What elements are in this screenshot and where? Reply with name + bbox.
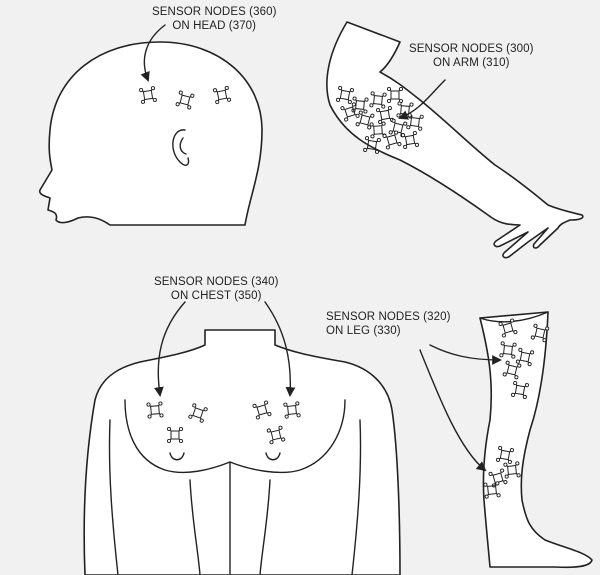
arm-figure bbox=[326, 21, 584, 259]
sensor-node-icon bbox=[266, 425, 286, 445]
chest-label-line2: ON CHEST (350) bbox=[170, 290, 262, 302]
sensor-node-icon bbox=[498, 318, 518, 338]
leader-arrows bbox=[140, 24, 502, 472]
sensor-node-icon bbox=[283, 401, 301, 419]
chest-label-line1: SENSOR NODES (340) bbox=[154, 276, 279, 288]
sensor-node-icon bbox=[530, 323, 550, 343]
leg-label-line2: ON LEG (330) bbox=[326, 325, 401, 337]
sensor-node-icon bbox=[495, 445, 515, 465]
sensor-node-icon bbox=[406, 113, 424, 131]
sensor-node-icon bbox=[499, 341, 517, 359]
sensor-node-icon bbox=[188, 403, 208, 423]
arm-sensor-label: SENSOR NODES (300) ON ARM (310) bbox=[409, 42, 534, 70]
sensor-node-icon bbox=[340, 102, 360, 122]
arm-label-line2: ON ARM (310) bbox=[432, 57, 510, 69]
head-sensor-label: SENSOR NODES (360) ON HEAD (370) bbox=[152, 5, 277, 33]
sensor-node-icon bbox=[502, 360, 522, 380]
sensor-node-icon bbox=[400, 130, 420, 150]
arm-label-line1: SENSOR NODES (300) bbox=[409, 43, 534, 55]
sensor-node-icon bbox=[382, 130, 402, 150]
head-label-line1: SENSOR NODES (360) bbox=[152, 6, 277, 18]
chest-figure bbox=[83, 329, 401, 575]
sensor-node-icon bbox=[166, 426, 184, 444]
leg-label-line1: SENSOR NODES (320) bbox=[326, 311, 451, 323]
sensor-node-icon bbox=[335, 85, 355, 105]
leg-sensor-label: SENSOR NODES (320) ON LEG (330) bbox=[326, 310, 451, 338]
leg-figure bbox=[479, 311, 593, 569]
sensor-node-icon bbox=[483, 481, 501, 499]
sensor-node-icon bbox=[515, 347, 535, 367]
sensor-node-icon bbox=[355, 110, 375, 130]
head-figure bbox=[38, 41, 263, 226]
sensor-node-icon bbox=[146, 401, 164, 419]
sensor-nodes bbox=[139, 85, 550, 499]
sensor-node-icon bbox=[488, 468, 508, 488]
head-label-line2: ON HEAD (370) bbox=[172, 20, 257, 32]
sensor-node-icon bbox=[175, 90, 195, 110]
sensor-node-icon bbox=[510, 380, 530, 400]
sensor-node-icon bbox=[212, 85, 232, 105]
sensor-node-icon bbox=[252, 400, 272, 420]
sensor-node-icon bbox=[363, 136, 381, 154]
sensor-node-icon bbox=[503, 461, 521, 479]
chest-sensor-label: SENSOR NODES (340) ON CHEST (350) bbox=[154, 275, 279, 303]
sensor-node-icon bbox=[369, 91, 387, 109]
sensor-node-icon bbox=[139, 86, 157, 104]
